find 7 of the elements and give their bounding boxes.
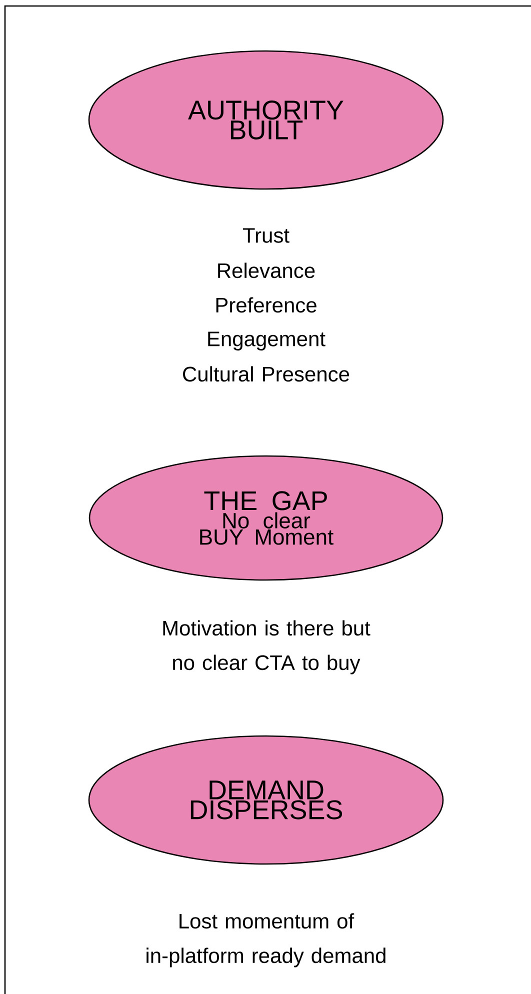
caption-text: Lost momentum of in-platform ready demand xyxy=(146,913,386,968)
list-item: Engagement xyxy=(208,332,326,350)
list-item: Trust xyxy=(242,228,290,243)
list-item: Cultural Presence xyxy=(183,366,350,382)
caption-text: Motivation is there but no clear CTA to buy xyxy=(163,620,370,674)
list-item: Relevance xyxy=(218,262,315,278)
list-item: Preference xyxy=(216,297,316,313)
